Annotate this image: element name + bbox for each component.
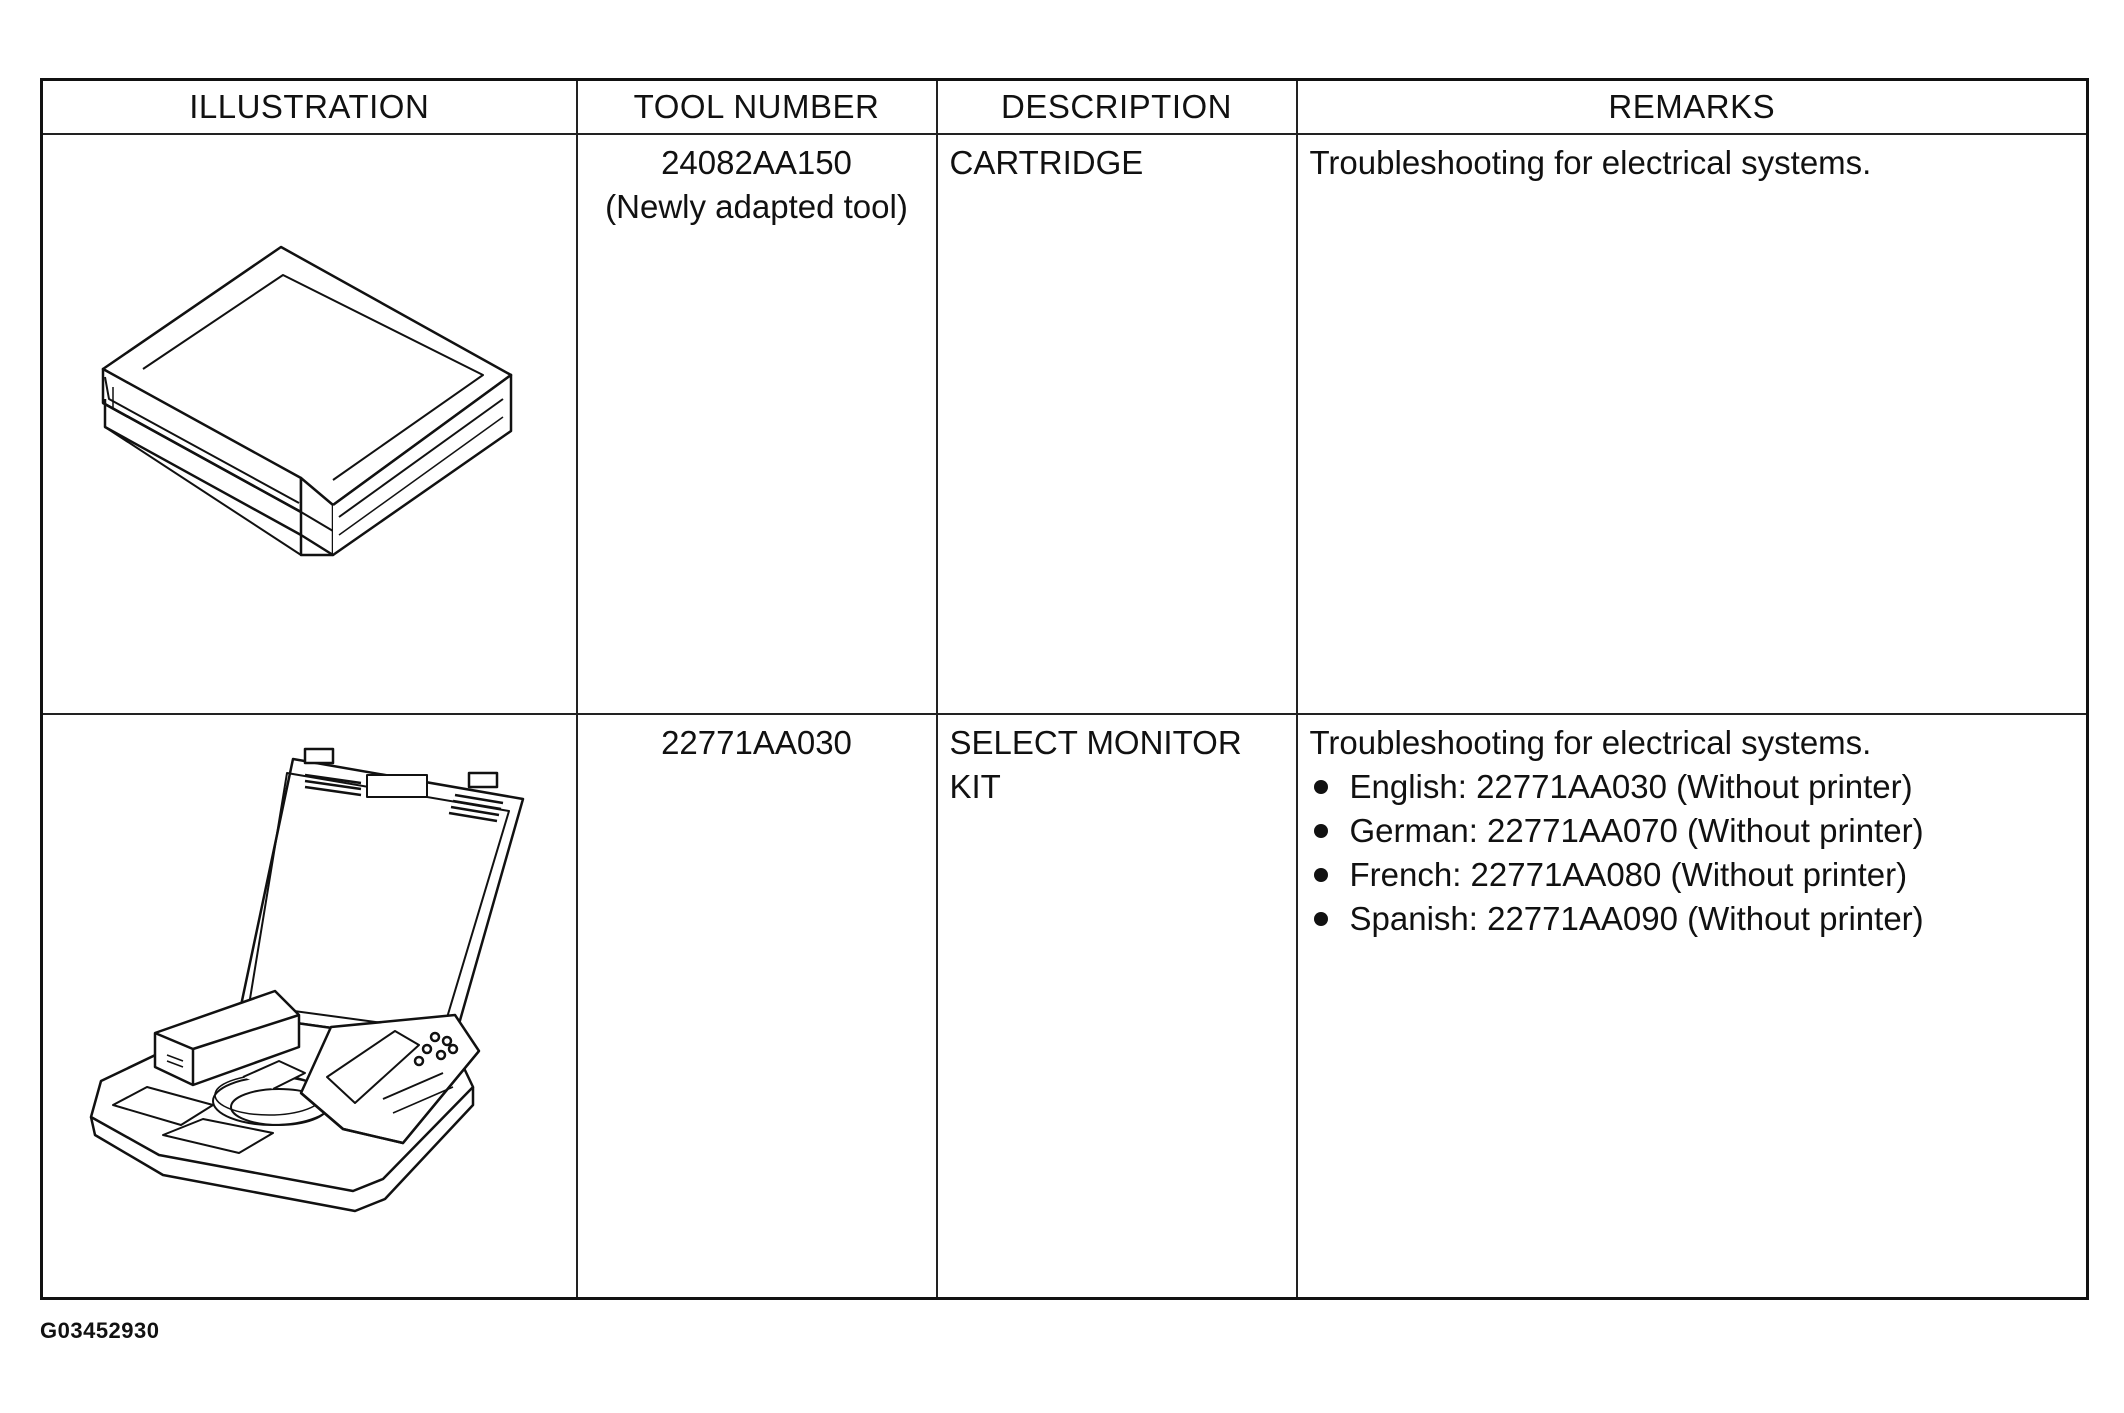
description-text: CARTRIDGE	[949, 144, 1144, 181]
description-cell: CARTRIDGE	[935, 133, 1298, 715]
list-item: French: 22771AA080 (Without printer)	[1310, 853, 2077, 897]
illustration-cell	[40, 133, 578, 715]
bullet-text: French: 22771AA080 (Without printer)	[1349, 856, 1908, 893]
description-text: KIT	[949, 768, 1001, 805]
remarks-bullet-list: English: 22771AA030 (Without printer) Ge…	[1310, 765, 2077, 941]
bullet-dot-icon	[1313, 912, 1328, 926]
header-tool-number: TOOL NUMBER	[575, 78, 938, 135]
remarks-cell: Troubleshooting for electrical systems. …	[1295, 713, 2089, 1299]
tool-note: (Newly adapted tool)	[605, 188, 908, 225]
cartridge-drawing	[101, 245, 513, 557]
figure-id: G03452930	[40, 1318, 160, 1343]
tool-number: 22771AA030	[661, 724, 852, 761]
description-cell: SELECT MONITOR KIT	[935, 713, 1298, 1299]
bullet-text: Spanish: 22771AA090 (Without printer)	[1349, 900, 1924, 937]
bullet-dot-icon	[1313, 780, 1328, 794]
remarks-text: Troubleshooting for electrical systems.	[1309, 144, 1872, 181]
bullet-text: English: 22771AA030 (Without printer)	[1349, 768, 1913, 805]
tool-number: 24082AA150	[661, 144, 852, 181]
list-item: Spanish: 22771AA090 (Without printer)	[1310, 897, 2077, 941]
remarks-text: Troubleshooting for electrical systems.	[1309, 724, 1872, 761]
remarks-cell: Troubleshooting for electrical systems.	[1295, 133, 2089, 715]
bullet-dot-icon	[1313, 824, 1328, 838]
header-illustration: ILLUSTRATION	[40, 78, 578, 135]
illustration-cell	[40, 713, 578, 1299]
tool-number-cell: 24082AA150 (Newly adapted tool)	[575, 133, 938, 715]
table-row: 22771AA030 SELECT MONITOR KIT Troublesho…	[40, 713, 2089, 1299]
header-row: ILLUSTRATION TOOL NUMBER DESCRIPTION REM…	[40, 78, 2089, 135]
select-monitor-kit-case-drawing	[89, 747, 525, 1213]
header-remarks: REMARKS	[1295, 78, 2089, 135]
bullet-dot-icon	[1313, 868, 1328, 882]
list-item: English: 22771AA030 (Without printer)	[1310, 765, 2077, 809]
bullet-text: German: 22771AA070 (Without printer)	[1349, 812, 1924, 849]
tool-number-cell: 22771AA030	[575, 713, 938, 1299]
table-row: 24082AA150 (Newly adapted tool) CARTRIDG…	[40, 133, 2089, 715]
header-description: DESCRIPTION	[935, 78, 1298, 135]
description-text: SELECT MONITOR	[949, 724, 1242, 761]
list-item: German: 22771AA070 (Without printer)	[1310, 809, 2077, 853]
special-tools-table: ILLUSTRATION TOOL NUMBER DESCRIPTION REM…	[40, 78, 2089, 1300]
